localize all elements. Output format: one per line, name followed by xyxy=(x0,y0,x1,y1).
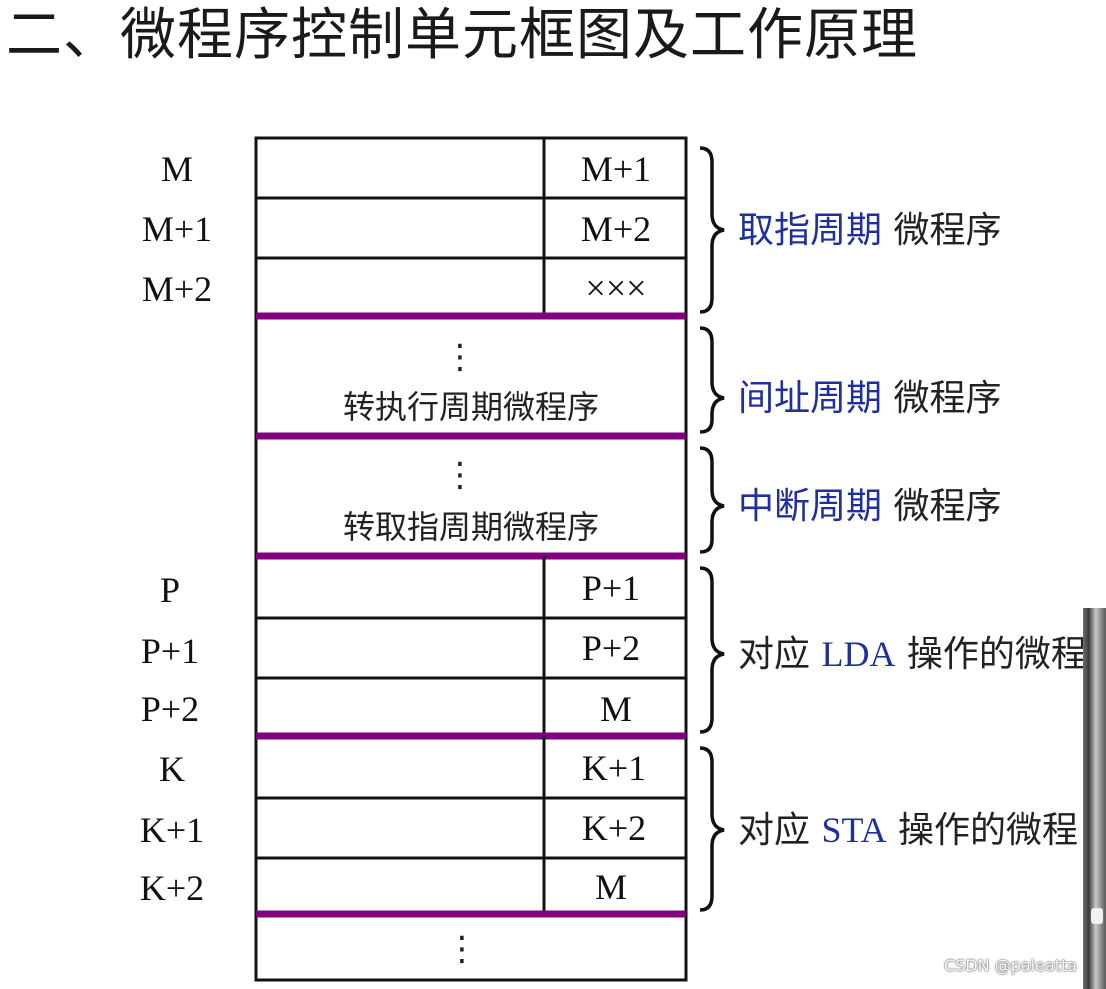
next-address-cell: M xyxy=(600,689,632,729)
address-label: P xyxy=(160,570,180,610)
interrupt-cycle-label-highlight: 中断周期 xyxy=(738,486,882,527)
lda-label-suffix: 操作的微程 xyxy=(895,634,1086,675)
indirect-cycle-label-suffix: 微程序 xyxy=(882,378,1001,419)
address-label: P+1 xyxy=(141,631,199,671)
fetch-cycle-label-highlight: 取指周期 xyxy=(738,210,882,251)
next-address-cell: K+2 xyxy=(582,808,646,848)
sta-label-highlight: STA xyxy=(821,810,886,850)
right-brace xyxy=(699,326,725,434)
next-address-cell: M+1 xyxy=(581,149,651,189)
ellipsis: ⋮ xyxy=(445,929,479,969)
next-address-cell: ××× xyxy=(586,268,647,308)
sta-label-suffix: 操作的微程 xyxy=(887,810,1078,851)
indirect-cycle-label-highlight: 间址周期 xyxy=(738,378,882,419)
right-brace xyxy=(699,566,725,734)
address-label: K xyxy=(159,749,185,789)
presenter-video-strip xyxy=(1083,608,1106,989)
next-address-cell: M+2 xyxy=(581,209,651,249)
lda-label-prefix: 对应 xyxy=(738,634,821,675)
address-label: M+1 xyxy=(142,209,212,249)
fetch-cycle-label-suffix: 微程序 xyxy=(882,210,1001,251)
ellipsis: ⋮ xyxy=(443,337,477,377)
right-brace xyxy=(699,746,725,912)
next-address-cell: P+2 xyxy=(582,628,640,668)
fetch-cycle-label: 取指周期 微程序 xyxy=(738,210,1001,251)
sta-program-label: 对应 STA 操作的微程 xyxy=(738,810,1078,851)
lda-label-highlight: LDA xyxy=(821,634,895,674)
ellipsis: ⋮ xyxy=(443,455,477,495)
block-description: 转取指周期微程序 xyxy=(343,508,599,546)
video-highlight xyxy=(1091,908,1103,924)
next-address-cell: P+1 xyxy=(582,568,640,608)
address-label: P+2 xyxy=(141,689,199,729)
address-label: K+2 xyxy=(140,868,204,908)
address-label: K+1 xyxy=(140,810,204,850)
indirect-cycle-label: 间址周期 微程序 xyxy=(738,378,1001,419)
sta-label-prefix: 对应 xyxy=(738,810,821,851)
next-address-cell: K+1 xyxy=(582,748,646,788)
block-description: 转执行周期微程序 xyxy=(343,388,599,426)
right-brace xyxy=(699,146,725,314)
lda-program-label: 对应 LDA 操作的微程 xyxy=(738,634,1087,675)
csdn-watermark: CSDN @paleatta xyxy=(944,956,1078,975)
address-label: M+2 xyxy=(142,269,212,309)
interrupt-cycle-label-suffix: 微程序 xyxy=(882,486,1001,527)
address-label: M xyxy=(161,149,193,189)
slide-title: 二、微程序控制单元框图及工作原理 xyxy=(6,3,918,68)
next-address-cell: M xyxy=(595,867,627,907)
right-brace xyxy=(699,446,725,554)
interrupt-cycle-label: 中断周期 微程序 xyxy=(738,486,1001,527)
